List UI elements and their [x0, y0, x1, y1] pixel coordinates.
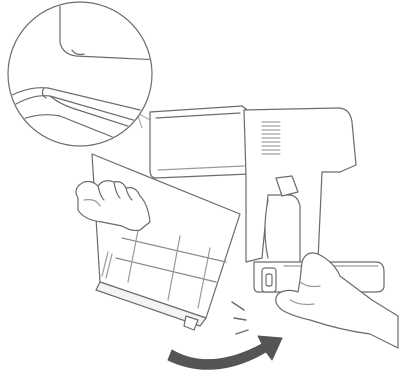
motion-lines-icon: [232, 302, 248, 334]
magnified-detail-icon: [8, 0, 160, 146]
rotate-arrow-icon: [168, 336, 282, 369]
dust-bin-icon: [92, 154, 240, 330]
